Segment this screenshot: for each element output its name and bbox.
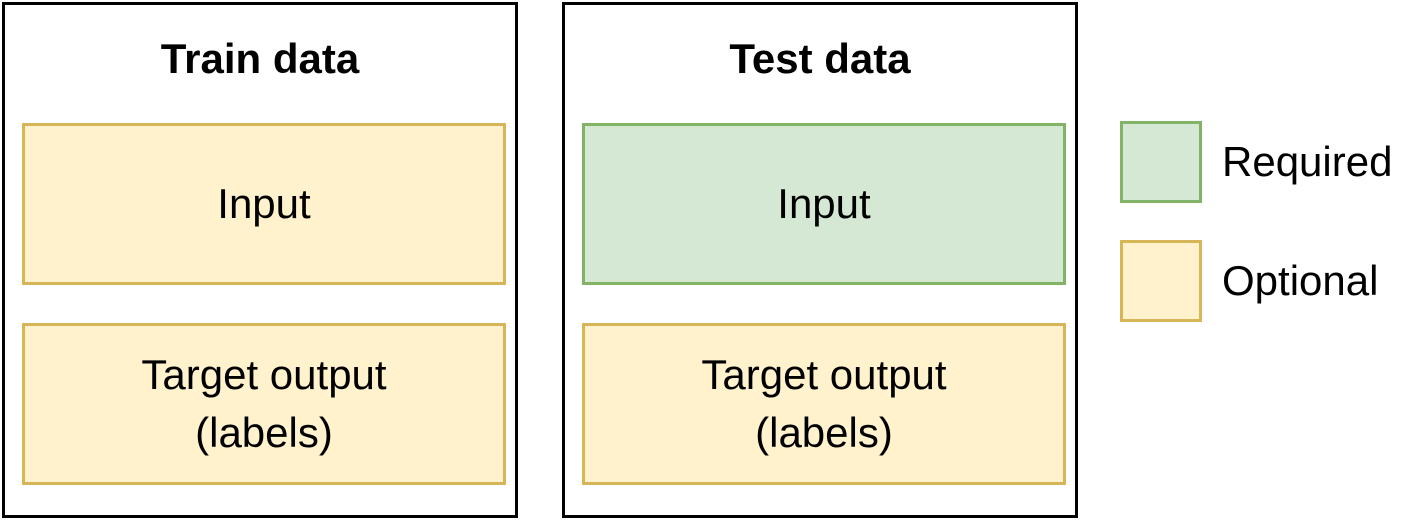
required-legend-label: Required: [1222, 138, 1393, 185]
legend-optional: Optional: [1120, 240, 1378, 322]
train-data-title: Train data: [160, 35, 360, 82]
legend-required: Required: [1120, 121, 1392, 203]
test-input-box: Input: [582, 123, 1066, 285]
test-target-output-box: Target output (labels): [582, 323, 1066, 485]
test-target-output-label: Target output (labels): [701, 351, 947, 456]
train-input-box: Input: [22, 123, 506, 285]
train-data-panel: Train data Input Target output (labels): [2, 2, 518, 518]
train-target-output-label: Target output (labels): [141, 351, 387, 456]
test-input-label: Input: [777, 180, 871, 227]
train-target-output-box: Target output (labels): [22, 323, 506, 485]
train-input-label: Input: [217, 180, 311, 227]
test-data-panel: Test data Input Target output (labels): [562, 2, 1078, 518]
optional-swatch: [1120, 240, 1202, 322]
optional-legend-label: Optional: [1222, 257, 1379, 304]
required-swatch: [1120, 121, 1202, 203]
test-data-title: Test data: [729, 35, 911, 82]
